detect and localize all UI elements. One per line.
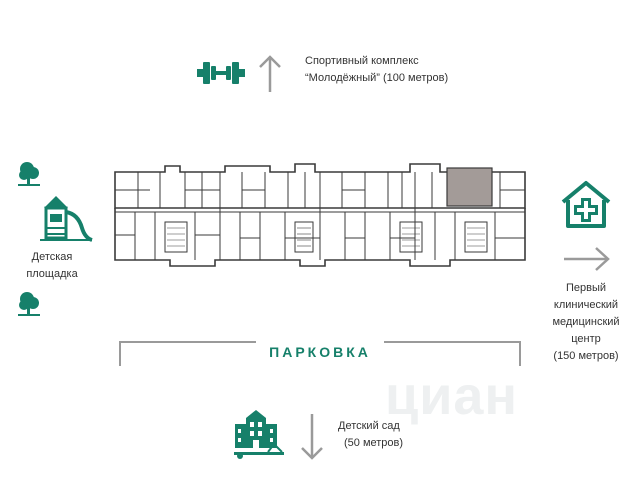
dumbbell-icon bbox=[196, 58, 246, 88]
kindergarten-label: Детский сад (50 метров) bbox=[338, 420, 404, 449]
medical-center-label: Первый клинический медицинский центр (15… bbox=[552, 282, 620, 362]
tree-icon bbox=[16, 290, 42, 318]
playground-label: Детская площадка bbox=[26, 251, 78, 280]
parking-bracket bbox=[118, 340, 522, 370]
arrow-down-icon bbox=[300, 412, 324, 462]
tree-icon bbox=[16, 160, 42, 188]
arrow-up-icon bbox=[258, 54, 282, 94]
medical-cross-house-icon bbox=[560, 180, 612, 230]
floor-plan bbox=[110, 160, 540, 272]
sport-complex-label: Спортивный комплекс “Молодёжный” (100 ме… bbox=[305, 55, 449, 84]
arrow-right-icon bbox=[562, 244, 612, 274]
playground-slide-icon bbox=[38, 194, 94, 244]
parking-label: ПАРКОВКА bbox=[269, 344, 371, 360]
watermark: циан bbox=[385, 366, 519, 426]
kindergarten-building-icon bbox=[232, 408, 286, 460]
